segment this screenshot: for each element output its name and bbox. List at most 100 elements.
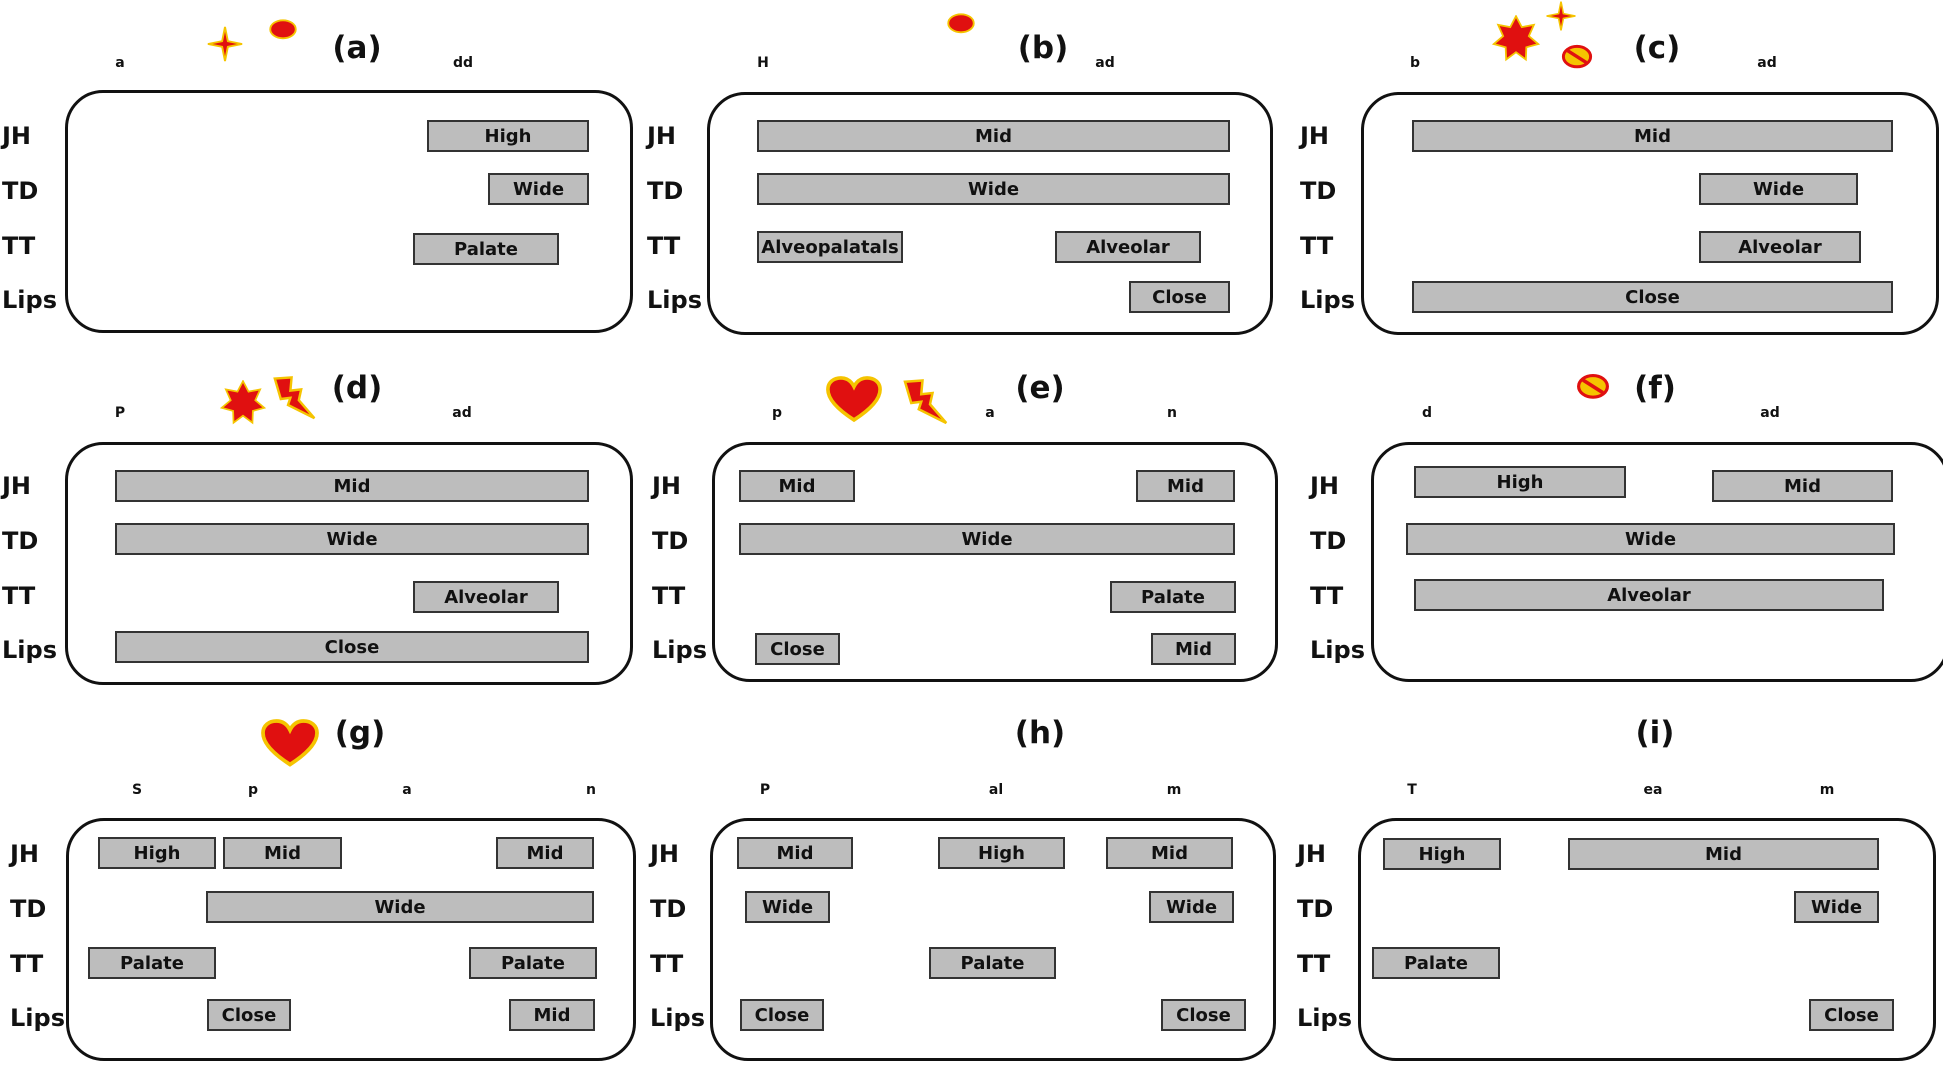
gesture-bar-jh: Mid [1712,470,1893,502]
row-label-jh: JH [1300,122,1330,150]
gesture-bar-lips: Close [207,999,291,1031]
gesture-bar-tt: Alveolar [1414,579,1884,611]
panel-label: (i) [1635,715,1675,751]
gesture-bar-jh: Mid [757,120,1230,152]
row-label-tt: TT [1297,950,1331,978]
red-oval-icon [946,12,976,35]
phone-label: P [114,405,126,421]
gesture-bar-lips: Close [755,633,840,665]
gesture-bar-jh: Mid [1106,837,1233,869]
gesture-bar-jh: Mid [496,837,594,869]
phone-label: a [402,782,412,798]
row-label-td: TD [1300,177,1337,205]
row-label-td: TD [2,177,39,205]
gesture-bar-tt: Palate [1110,581,1236,613]
row-label-lips: Lips [2,286,57,314]
phone-label: dd [452,55,474,71]
phone-label: S [131,782,143,798]
panel-label: (e) [1015,370,1065,406]
gesture-bar-jh: High [427,120,589,152]
gesture-bar-jh: Mid [1412,120,1893,152]
row-label-lips: Lips [1300,286,1355,314]
lightning-icon [270,375,318,423]
gesture-bar-td: Wide [1149,891,1234,923]
gesture-bar-jh: Mid [737,837,853,869]
phone-label: al [988,782,1004,798]
panel-label: (d) [331,370,383,406]
gesture-bar-lips: Mid [509,999,595,1031]
phone-label: m [1166,782,1182,798]
gesture-bar-jh: Mid [739,470,855,502]
panel-label: (b) [1017,30,1069,66]
phone-label: ea [1643,782,1663,798]
row-label-tt: TT [1300,232,1334,260]
gesture-bar-td: Wide [488,173,589,205]
row-label-td: TD [1310,527,1347,555]
row-label-lips: Lips [1297,1004,1352,1032]
phone-label: p [247,782,259,798]
gesture-bar-td: Wide [745,891,830,923]
gesture-bar-lips: Mid [1151,633,1236,665]
row-label-tt: TT [10,950,44,978]
phone-label: a [115,55,125,71]
row-label-tt: TT [647,232,681,260]
gesture-bar-jh: High [98,837,216,869]
heart-icon [825,375,883,424]
panel-label: (a) [332,30,382,66]
gesture-bar-lips: Close [740,999,824,1031]
row-label-lips: Lips [652,636,707,664]
panel-label: (h) [1014,715,1066,751]
row-label-td: TD [10,895,47,923]
panel-label: (g) [334,715,386,751]
panel-label: (f) [1634,370,1676,406]
gesture-bar-td: Wide [206,891,594,923]
row-label-jh: JH [10,840,40,868]
phone-label: ad [1095,55,1115,71]
phone-label: n [586,782,596,798]
star-burst-icon [220,380,266,426]
star-burst-icon [1492,15,1540,63]
gesture-bar-jh: High [938,837,1065,869]
prohibited-icon [1575,372,1611,401]
sparkle-icon [206,25,244,63]
gesture-bar-jh: High [1414,466,1626,498]
gesture-bar-tt: Palate [413,233,559,265]
prohibited-icon [1560,43,1594,70]
heart-icon [260,718,320,769]
row-label-tt: TT [2,582,36,610]
phone-label: p [771,405,783,421]
panel-label: (c) [1633,30,1681,66]
lightning-icon [900,378,950,428]
gesture-bar-lips: Close [1129,281,1230,313]
gesture-bar-tt: Palate [929,947,1056,979]
phone-label: ad [1760,405,1780,421]
row-label-td: TD [650,895,687,923]
phone-label: m [1819,782,1835,798]
row-label-jh: JH [2,472,32,500]
phone-label: P [759,782,771,798]
gesture-bar-td: Wide [115,523,589,555]
gesture-bar-tt: Palate [469,947,597,979]
phone-label: H [757,55,769,71]
gesture-bar-jh: High [1383,838,1501,870]
row-label-lips: Lips [10,1004,65,1032]
phone-label: d [1421,405,1433,421]
phone-label: T [1407,782,1417,798]
gesture-bar-jh: Mid [1136,470,1235,502]
gesture-bar-lips: Close [1412,281,1893,313]
row-label-jh: JH [2,122,32,150]
row-label-jh: JH [1310,472,1340,500]
gesture-bar-td: Wide [1406,523,1895,555]
red-oval-icon [268,18,298,41]
row-label-td: TD [1297,895,1334,923]
phone-label: a [985,405,995,421]
row-label-jh: JH [652,472,682,500]
gesture-bar-lips: Close [1161,999,1246,1031]
gesture-bar-jh: Mid [115,470,589,502]
gesture-bar-tt: Palate [1372,947,1500,979]
row-label-tt: TT [2,232,36,260]
row-label-lips: Lips [650,1004,705,1032]
gesture-bar-tt: Alveopalatals [757,231,903,263]
gesture-bar-jh: Mid [1568,838,1879,870]
